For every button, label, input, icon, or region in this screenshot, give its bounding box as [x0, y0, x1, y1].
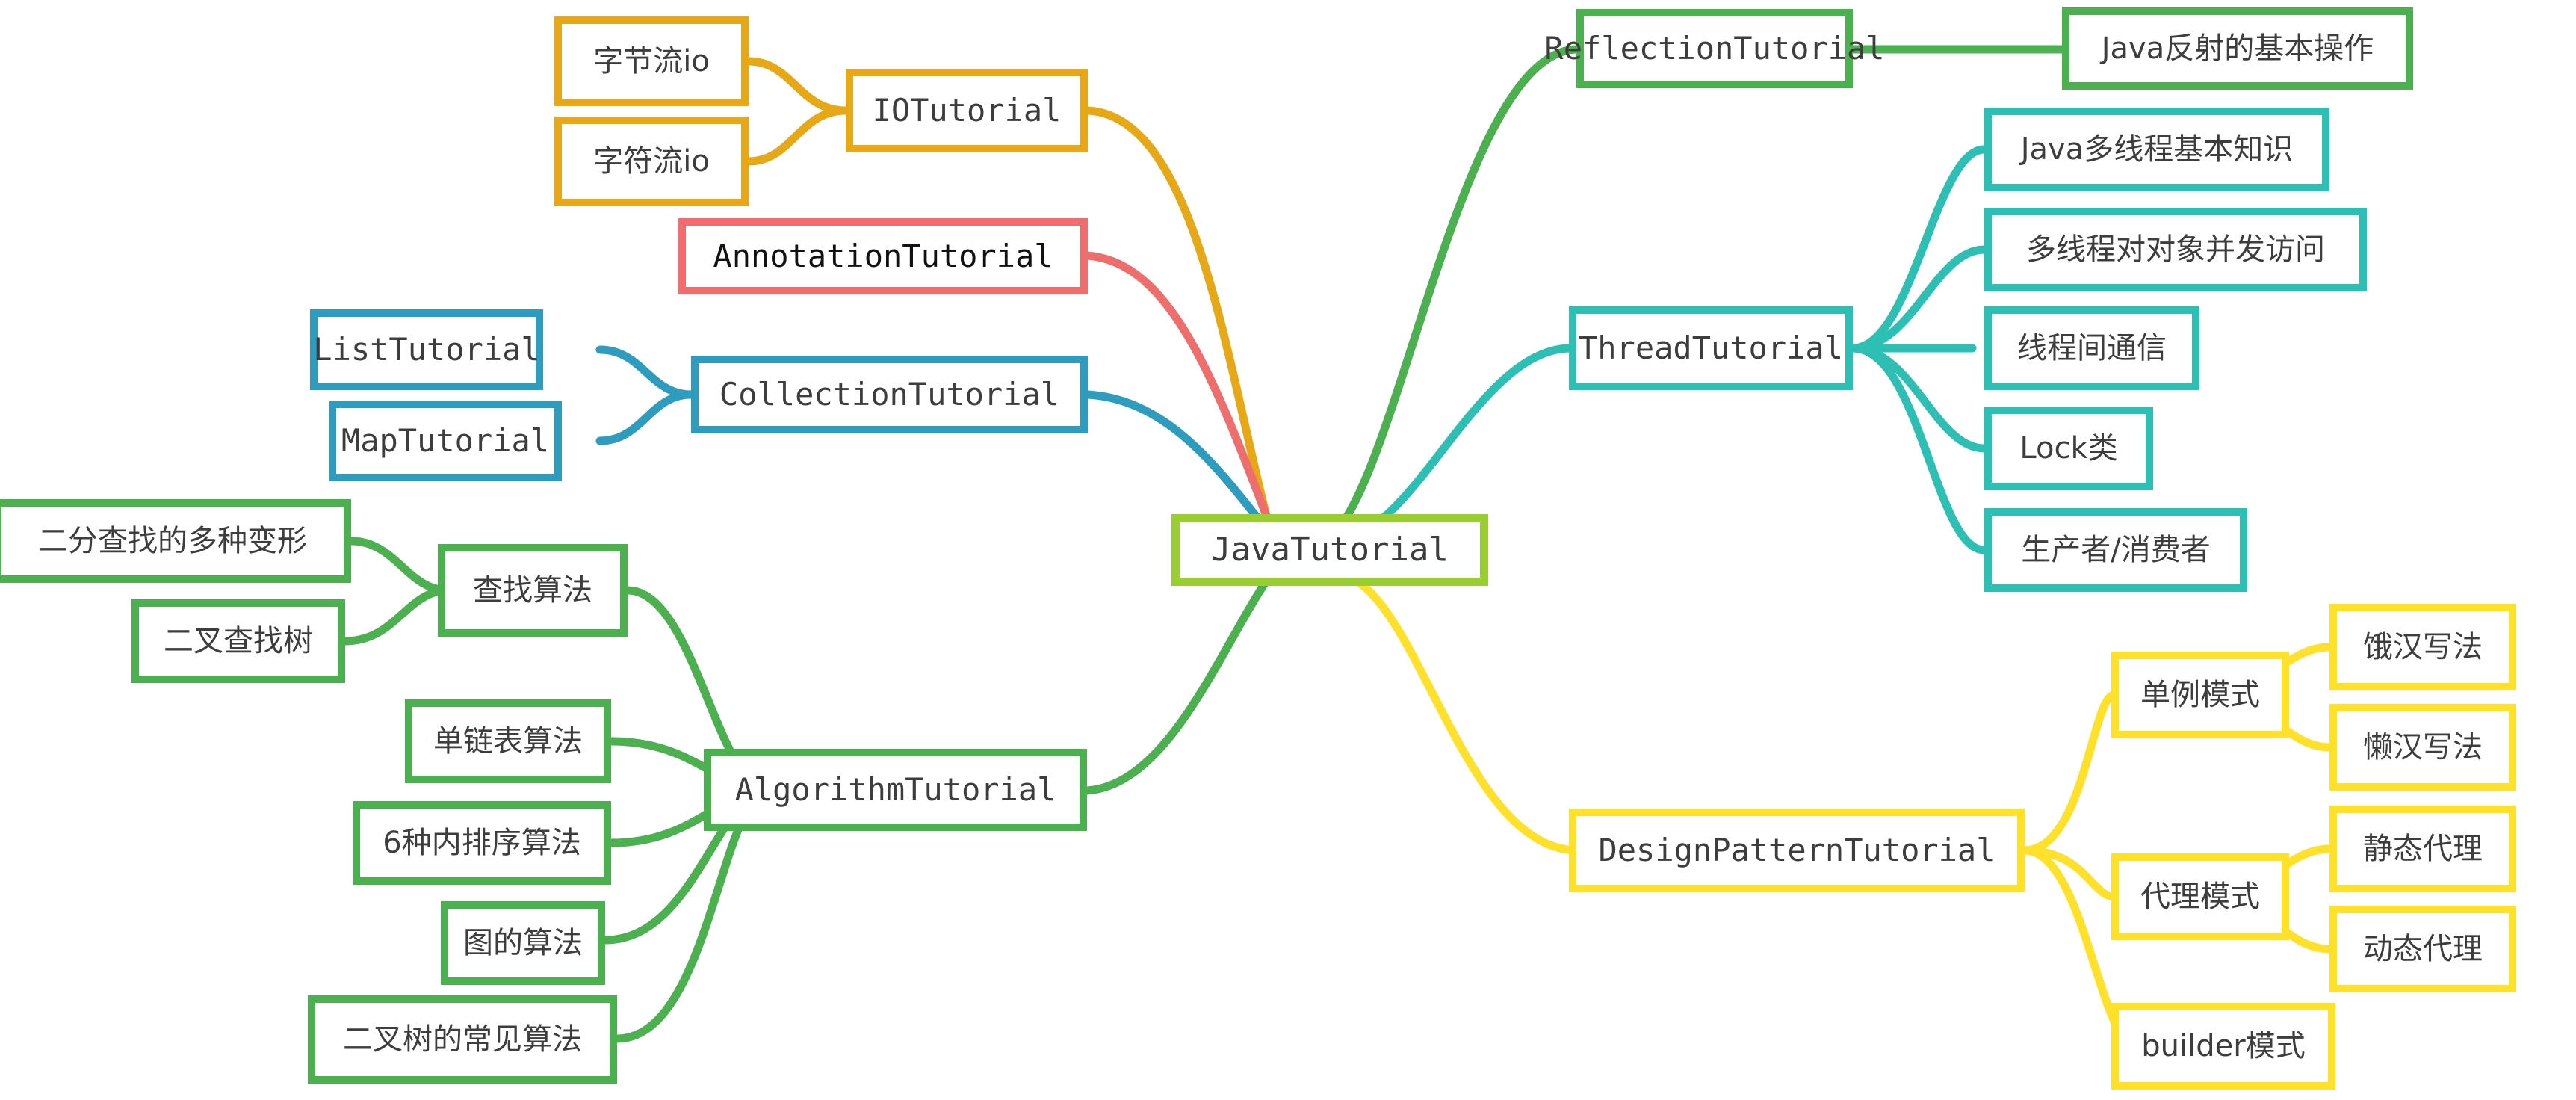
node-lock-class[interactable]: Lock类	[1984, 407, 2153, 490]
node-six-sort-algorithms[interactable]: 6种内排序算法	[353, 801, 611, 885]
node-list-tutorial[interactable]: ListTutorial	[310, 309, 543, 390]
node-eager-init[interactable]: 饿汉写法	[2329, 604, 2516, 690]
node-collection-tutorial[interactable]: CollectionTutorial	[691, 356, 1088, 433]
edge-group-io	[744, 57, 1275, 535]
edge-group-annotation	[1083, 251, 1278, 540]
node-search-algorithm[interactable]: 查找算法	[438, 544, 628, 637]
node-thread-communication[interactable]: 线程间通信	[1984, 306, 2199, 390]
edge-group-thread	[1340, 145, 1989, 554]
node-producer-consumer[interactable]: 生产者/消费者	[1984, 508, 2247, 592]
node-graph-algorithm[interactable]: 图的算法	[441, 901, 605, 985]
node-proxy-pattern[interactable]: 代理模式	[2111, 853, 2289, 940]
node-binary-search-variants[interactable]: 二分查找的多种变形	[0, 499, 351, 583]
node-static-proxy[interactable]: 静态代理	[2329, 806, 2516, 892]
node-lazy-init[interactable]: 懒汉写法	[2329, 704, 2516, 791]
node-byte-stream-io[interactable]: 字节流io	[554, 16, 749, 106]
node-design-pattern-tutorial[interactable]: DesignPatternTutorial	[1569, 809, 2025, 892]
node-builder-pattern[interactable]: builder模式	[2111, 1003, 2335, 1090]
node-reflection-basics[interactable]: Java反射的基本操作	[2062, 7, 2413, 90]
node-linked-list-algorithm[interactable]: 单链表算法	[405, 699, 611, 783]
node-io-tutorial[interactable]: IOTutorial	[846, 69, 1088, 152]
node-thread-tutorial[interactable]: ThreadTutorial	[1569, 306, 1853, 390]
node-singleton-pattern[interactable]: 单例模式	[2111, 652, 2289, 738]
node-thread-basics[interactable]: Java多线程基本知识	[1984, 108, 2329, 191]
node-annotation-tutorial[interactable]: AnnotationTutorial	[678, 218, 1088, 294]
node-java-tutorial[interactable]: JavaTutorial	[1171, 514, 1488, 586]
node-dynamic-proxy[interactable]: 动态代理	[2329, 906, 2516, 992]
node-char-stream-io[interactable]: 字符流io	[554, 117, 749, 206]
node-algorithm-tutorial[interactable]: AlgorithmTutorial	[704, 749, 1087, 831]
node-reflection-tutorial[interactable]: ReflectionTutorial	[1544, 9, 1885, 88]
node-binary-search-tree[interactable]: 二叉查找树	[131, 599, 345, 683]
node-concurrent-access[interactable]: 多线程对对象并发访问	[1984, 208, 2367, 291]
node-binary-tree-algorithms[interactable]: 二叉树的常见算法	[308, 995, 617, 1084]
node-map-tutorial[interactable]: MapTutorial	[329, 401, 562, 481]
